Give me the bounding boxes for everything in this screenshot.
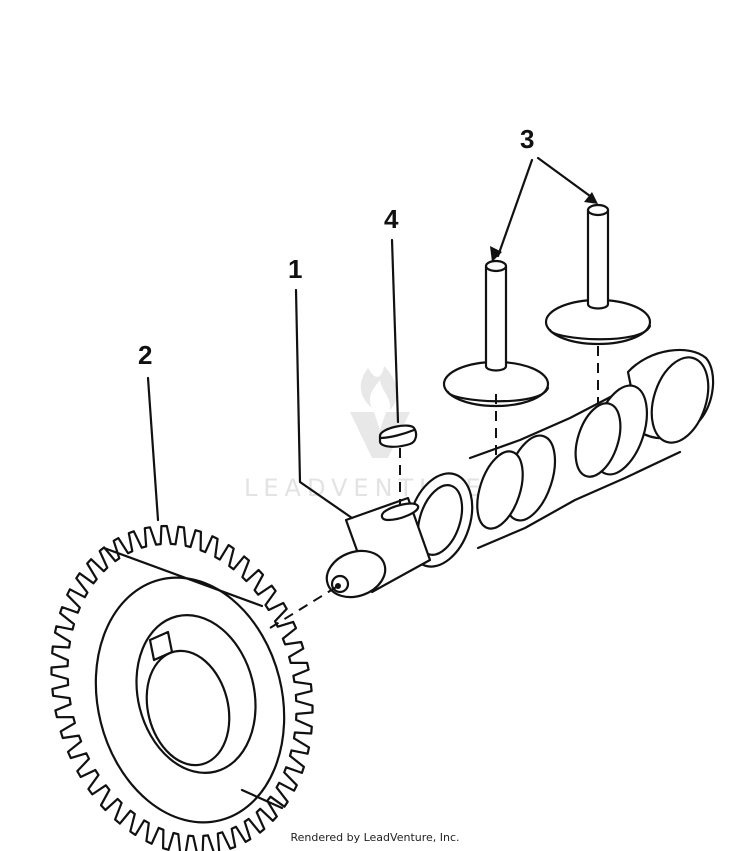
callout-number-2: 2 — [138, 340, 152, 370]
lifter-rear — [544, 203, 652, 346]
callout-1: 1 — [288, 254, 354, 520]
footer-credit: Rendered by LeadVenture, Inc. — [290, 831, 460, 844]
camshaft — [325, 348, 715, 599]
callout-number-1: 1 — [288, 254, 302, 284]
assembly-lines — [269, 346, 599, 629]
lifter-front — [442, 259, 550, 408]
callout-2: 2 — [138, 340, 160, 522]
callout-3: 3 — [490, 124, 598, 262]
key — [378, 424, 418, 448]
callout-4: 4 — [384, 204, 400, 424]
callout-number-4: 4 — [384, 204, 399, 234]
gear — [50, 524, 314, 851]
callout-number-3: 3 — [520, 124, 534, 154]
